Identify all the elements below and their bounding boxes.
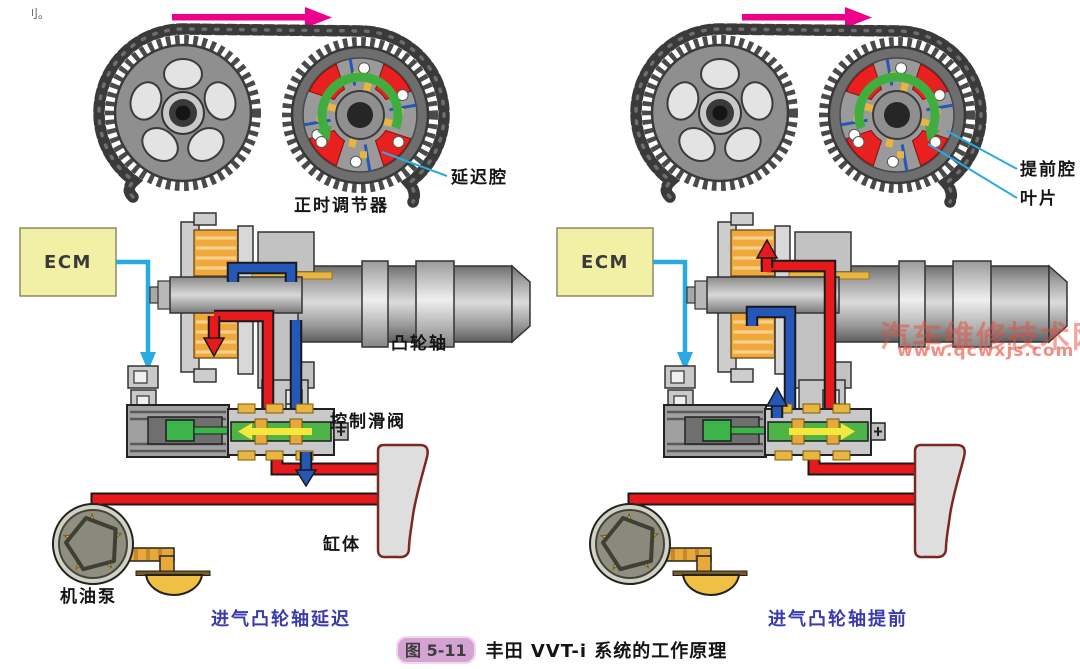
oil-passages xyxy=(745,238,837,418)
caption-intake-cam-retard: 进气凸轮轴延迟 xyxy=(211,609,351,630)
figure-caption: 图 5-11 丰田 VVT-i 系统的工作原理 xyxy=(396,636,727,664)
watermark-site-url: www.qcwxjs.com xyxy=(897,341,1075,361)
ecm-signal-wire xyxy=(116,259,156,371)
rotation-arrow-cw xyxy=(854,72,941,142)
rotation-arrow-ccw xyxy=(316,72,403,142)
label-oil-pump: 机油泵 xyxy=(60,587,117,607)
oil-control-valve xyxy=(125,364,350,462)
advance-chamber-leader-line xyxy=(946,130,1018,170)
label-camshaft: 凸轮轴 xyxy=(391,334,448,354)
watermark-site-name: 汽车维修技术网 xyxy=(880,320,1080,355)
label-timing-adjuster: 正时调节器 xyxy=(294,196,389,216)
left-diagram-retard xyxy=(19,7,532,597)
label-advance-chamber: 提前腔 xyxy=(1020,160,1077,180)
right-diagram-advance xyxy=(556,7,1069,597)
oil-pump-and-pan xyxy=(588,502,749,597)
ecm-label-left: ECM xyxy=(44,251,92,273)
label-vane: 叶片 xyxy=(1020,189,1058,209)
crank-sprocket xyxy=(110,40,256,186)
cylinder-block xyxy=(913,443,966,559)
label-cylinder-block: 缸体 xyxy=(323,535,361,555)
ecm-signal-wire xyxy=(653,259,693,371)
label-control-valve: 控制滑阀 xyxy=(330,412,406,432)
chain-direction-arrow xyxy=(742,7,872,28)
timing-adjuster-wheel xyxy=(824,42,970,188)
oil-supply-pipes xyxy=(90,454,380,508)
actuator-cross-section xyxy=(148,211,532,432)
drain-arrow-down xyxy=(294,452,318,488)
oil-pump-and-pan xyxy=(51,502,212,597)
figure-title: 丰田 VVT-i 系统的工作原理 xyxy=(485,641,728,662)
ecm-label-right: ECM xyxy=(581,251,629,273)
crank-sprocket xyxy=(647,40,793,186)
caption-intake-cam-advance: 进气凸轮轴提前 xyxy=(768,609,908,630)
ecm-box xyxy=(19,227,117,297)
retard-chamber-leader-line xyxy=(381,151,448,177)
label-retard-chamber: 延迟腔 xyxy=(451,168,508,188)
drain-arrow-up xyxy=(765,386,789,418)
oil-passages xyxy=(202,261,303,418)
chain-direction-arrow xyxy=(172,7,332,28)
oil-supply-pipes xyxy=(627,454,917,508)
timing-adjuster-wheel xyxy=(287,42,433,188)
spool-flow-arrow-left xyxy=(238,423,312,440)
corner-text-fragment: 刂。 xyxy=(26,7,51,21)
cylinder-block xyxy=(376,443,429,559)
figure-number-badge: 图 5-11 xyxy=(396,636,476,664)
vane-leader-line xyxy=(927,143,1018,199)
spool-flow-arrow-right xyxy=(789,423,855,440)
ecm-box xyxy=(556,227,654,297)
